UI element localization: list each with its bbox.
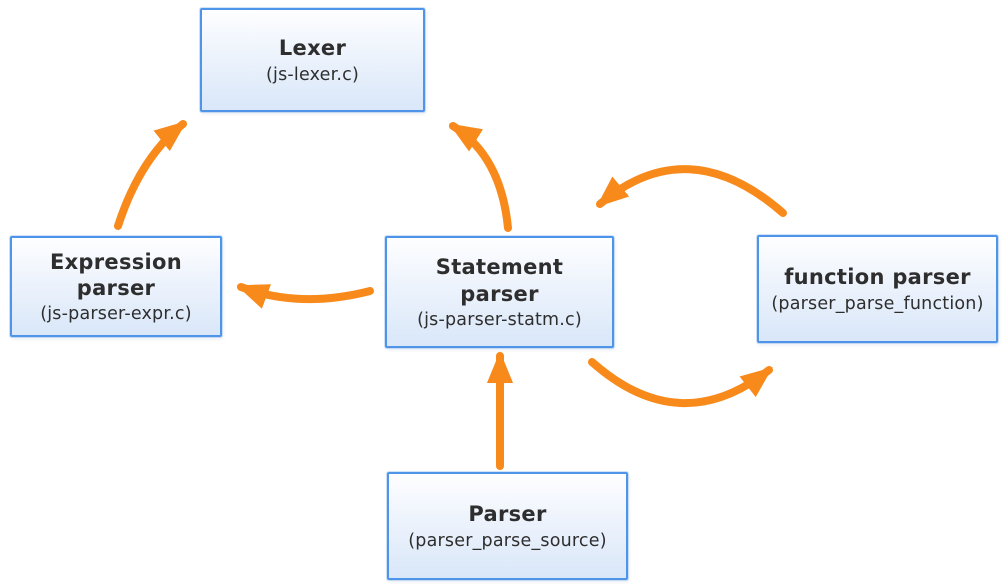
node-statement-parser: Statement parser (js-parser-statm.c) xyxy=(385,236,614,348)
node-expression-parser: Expression parser (js-parser-expr.c) xyxy=(10,236,222,337)
node-parser-title: Parser xyxy=(468,502,547,527)
node-statement-parser-title: Statement parser xyxy=(435,255,564,306)
node-expression-parser-title: Expression parser xyxy=(49,249,183,300)
node-function-parser-title: function parser xyxy=(784,265,971,290)
node-lexer-subtitle: (js-lexer.c) xyxy=(265,64,360,85)
node-function-parser-subtitle: (parser_parse_function) xyxy=(771,293,984,314)
edge-statement-parser-to-lexer xyxy=(448,122,512,232)
node-lexer-title: Lexer xyxy=(278,36,347,61)
node-statement-parser-subtitle: (js-parser-statm.c) xyxy=(417,309,582,330)
edge-expression-parser-to-lexer xyxy=(114,120,187,230)
node-expression-parser-subtitle: (js-parser-expr.c) xyxy=(40,304,192,325)
edge-function-parser-to-statement-parser xyxy=(596,165,787,217)
node-parser: Parser (parser_parse_source) xyxy=(387,472,628,580)
edge-statement-parser-to-expression-parser xyxy=(236,283,374,309)
edge-statement-parser-to-function-parser xyxy=(588,358,773,408)
node-function-parser: function parser (parser_parse_function) xyxy=(757,235,998,343)
node-lexer: Lexer (js-lexer.c) xyxy=(200,8,425,112)
node-parser-subtitle: (parser_parse_source) xyxy=(408,530,607,551)
